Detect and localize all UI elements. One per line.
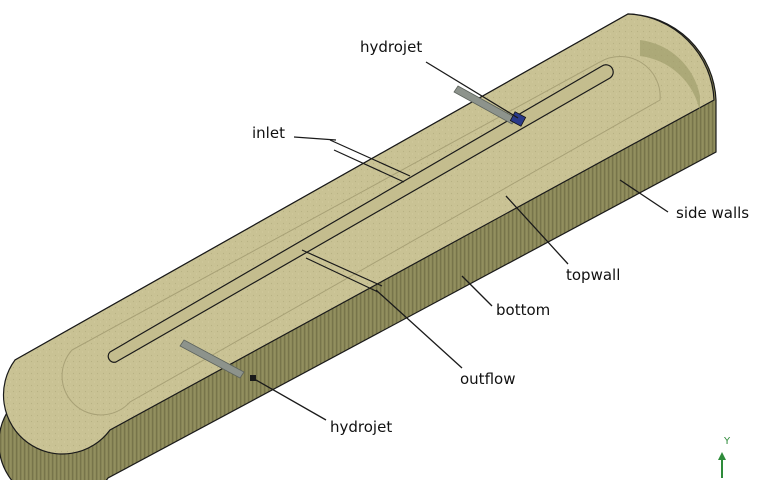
label-outflow: outflow (460, 370, 515, 388)
inlet-channel (329, 139, 411, 183)
inner-wall-band (640, 40, 700, 112)
hydrojet-pipe-top (453, 85, 517, 125)
hydrojet-pipe-bottom (179, 339, 245, 379)
floor-contour-outer (61, 56, 661, 416)
leader-side-walls (619, 179, 669, 213)
axis-y-arrow-head (718, 452, 726, 460)
leader-outflow (375, 289, 463, 369)
leader-inlet (293, 136, 337, 141)
center-slot (107, 64, 614, 363)
label-bottom: bottom (496, 301, 550, 319)
label-side-walls: side walls (676, 204, 749, 222)
axis-y-label: Y (723, 436, 731, 447)
leader-bottom (461, 275, 493, 307)
label-inlet: inlet (252, 124, 285, 142)
outflow-channel (301, 249, 383, 293)
leader-topwall (505, 195, 569, 265)
leader-hydrojet-bottom (255, 379, 327, 421)
label-hydrojet-bottom: hydrojet (330, 418, 392, 436)
label-topwall: topwall (566, 266, 620, 284)
label-hydrojet-top: hydrojet (360, 38, 422, 56)
leader-hydrojet-top (425, 61, 519, 119)
hydrojet-marker-bottom (250, 375, 256, 381)
